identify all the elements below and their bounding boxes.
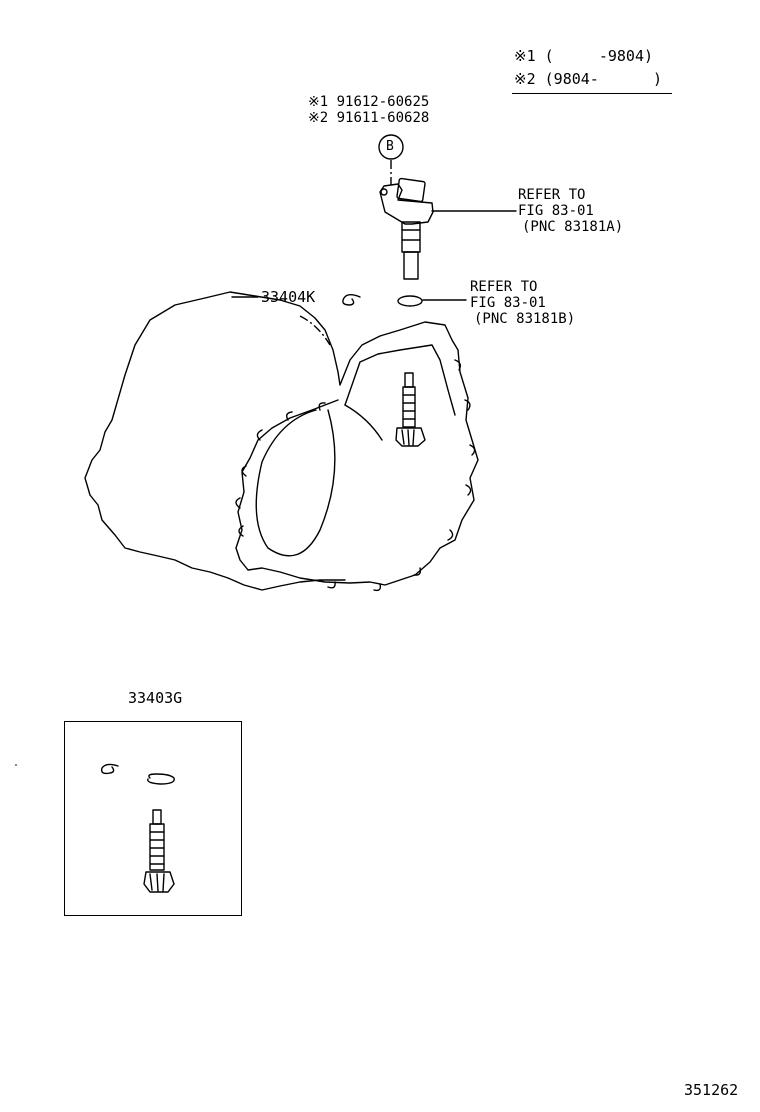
clip: [342, 294, 361, 306]
sensor-part-number-2: ※2 91611-60628: [308, 110, 430, 126]
legend-underline: [512, 93, 672, 94]
diagram-number: 351262: [684, 1081, 739, 1099]
kit-clip: [100, 763, 119, 775]
refer-b-line-2: FIG 83-01: [470, 295, 546, 311]
o-ring: [397, 295, 423, 307]
kit-driven-gear: [143, 809, 175, 893]
scan-speck: [15, 764, 17, 766]
housing-inner-arc: [344, 404, 383, 441]
refer-b-line-1: REFER TO: [470, 279, 538, 295]
callout-b-circle: [378, 134, 404, 160]
transmission-housing: [84, 291, 479, 591]
refer-b-line-3: (PNC 83181B): [474, 311, 576, 327]
bell-housing-opening: [255, 409, 336, 557]
legend-row-1: ※1 ( -9804): [514, 47, 653, 65]
kit-contents-box: [64, 721, 242, 916]
kit-o-ring: [147, 773, 175, 785]
refer-a-line-1: REFER TO: [518, 187, 586, 203]
refer-a-line-3: (PNC 83181A): [522, 219, 624, 235]
callout-b-label: B: [386, 139, 394, 154]
kit-part-number: 33403G: [128, 689, 183, 707]
clip-part-number: 33404K: [261, 288, 316, 306]
speed-sensor: [379, 177, 434, 280]
refer-a-line-2: FIG 83-01: [518, 203, 594, 219]
clip-leader-dashed: [299, 315, 331, 346]
housing-inner-wall: [344, 344, 456, 416]
legend-row-2: ※2 (9804- ): [514, 70, 663, 88]
installed-driven-gear: [395, 372, 426, 447]
sensor-part-number-1: ※1 91612-60625: [308, 94, 430, 110]
housing-flange-bumps: [235, 359, 476, 592]
